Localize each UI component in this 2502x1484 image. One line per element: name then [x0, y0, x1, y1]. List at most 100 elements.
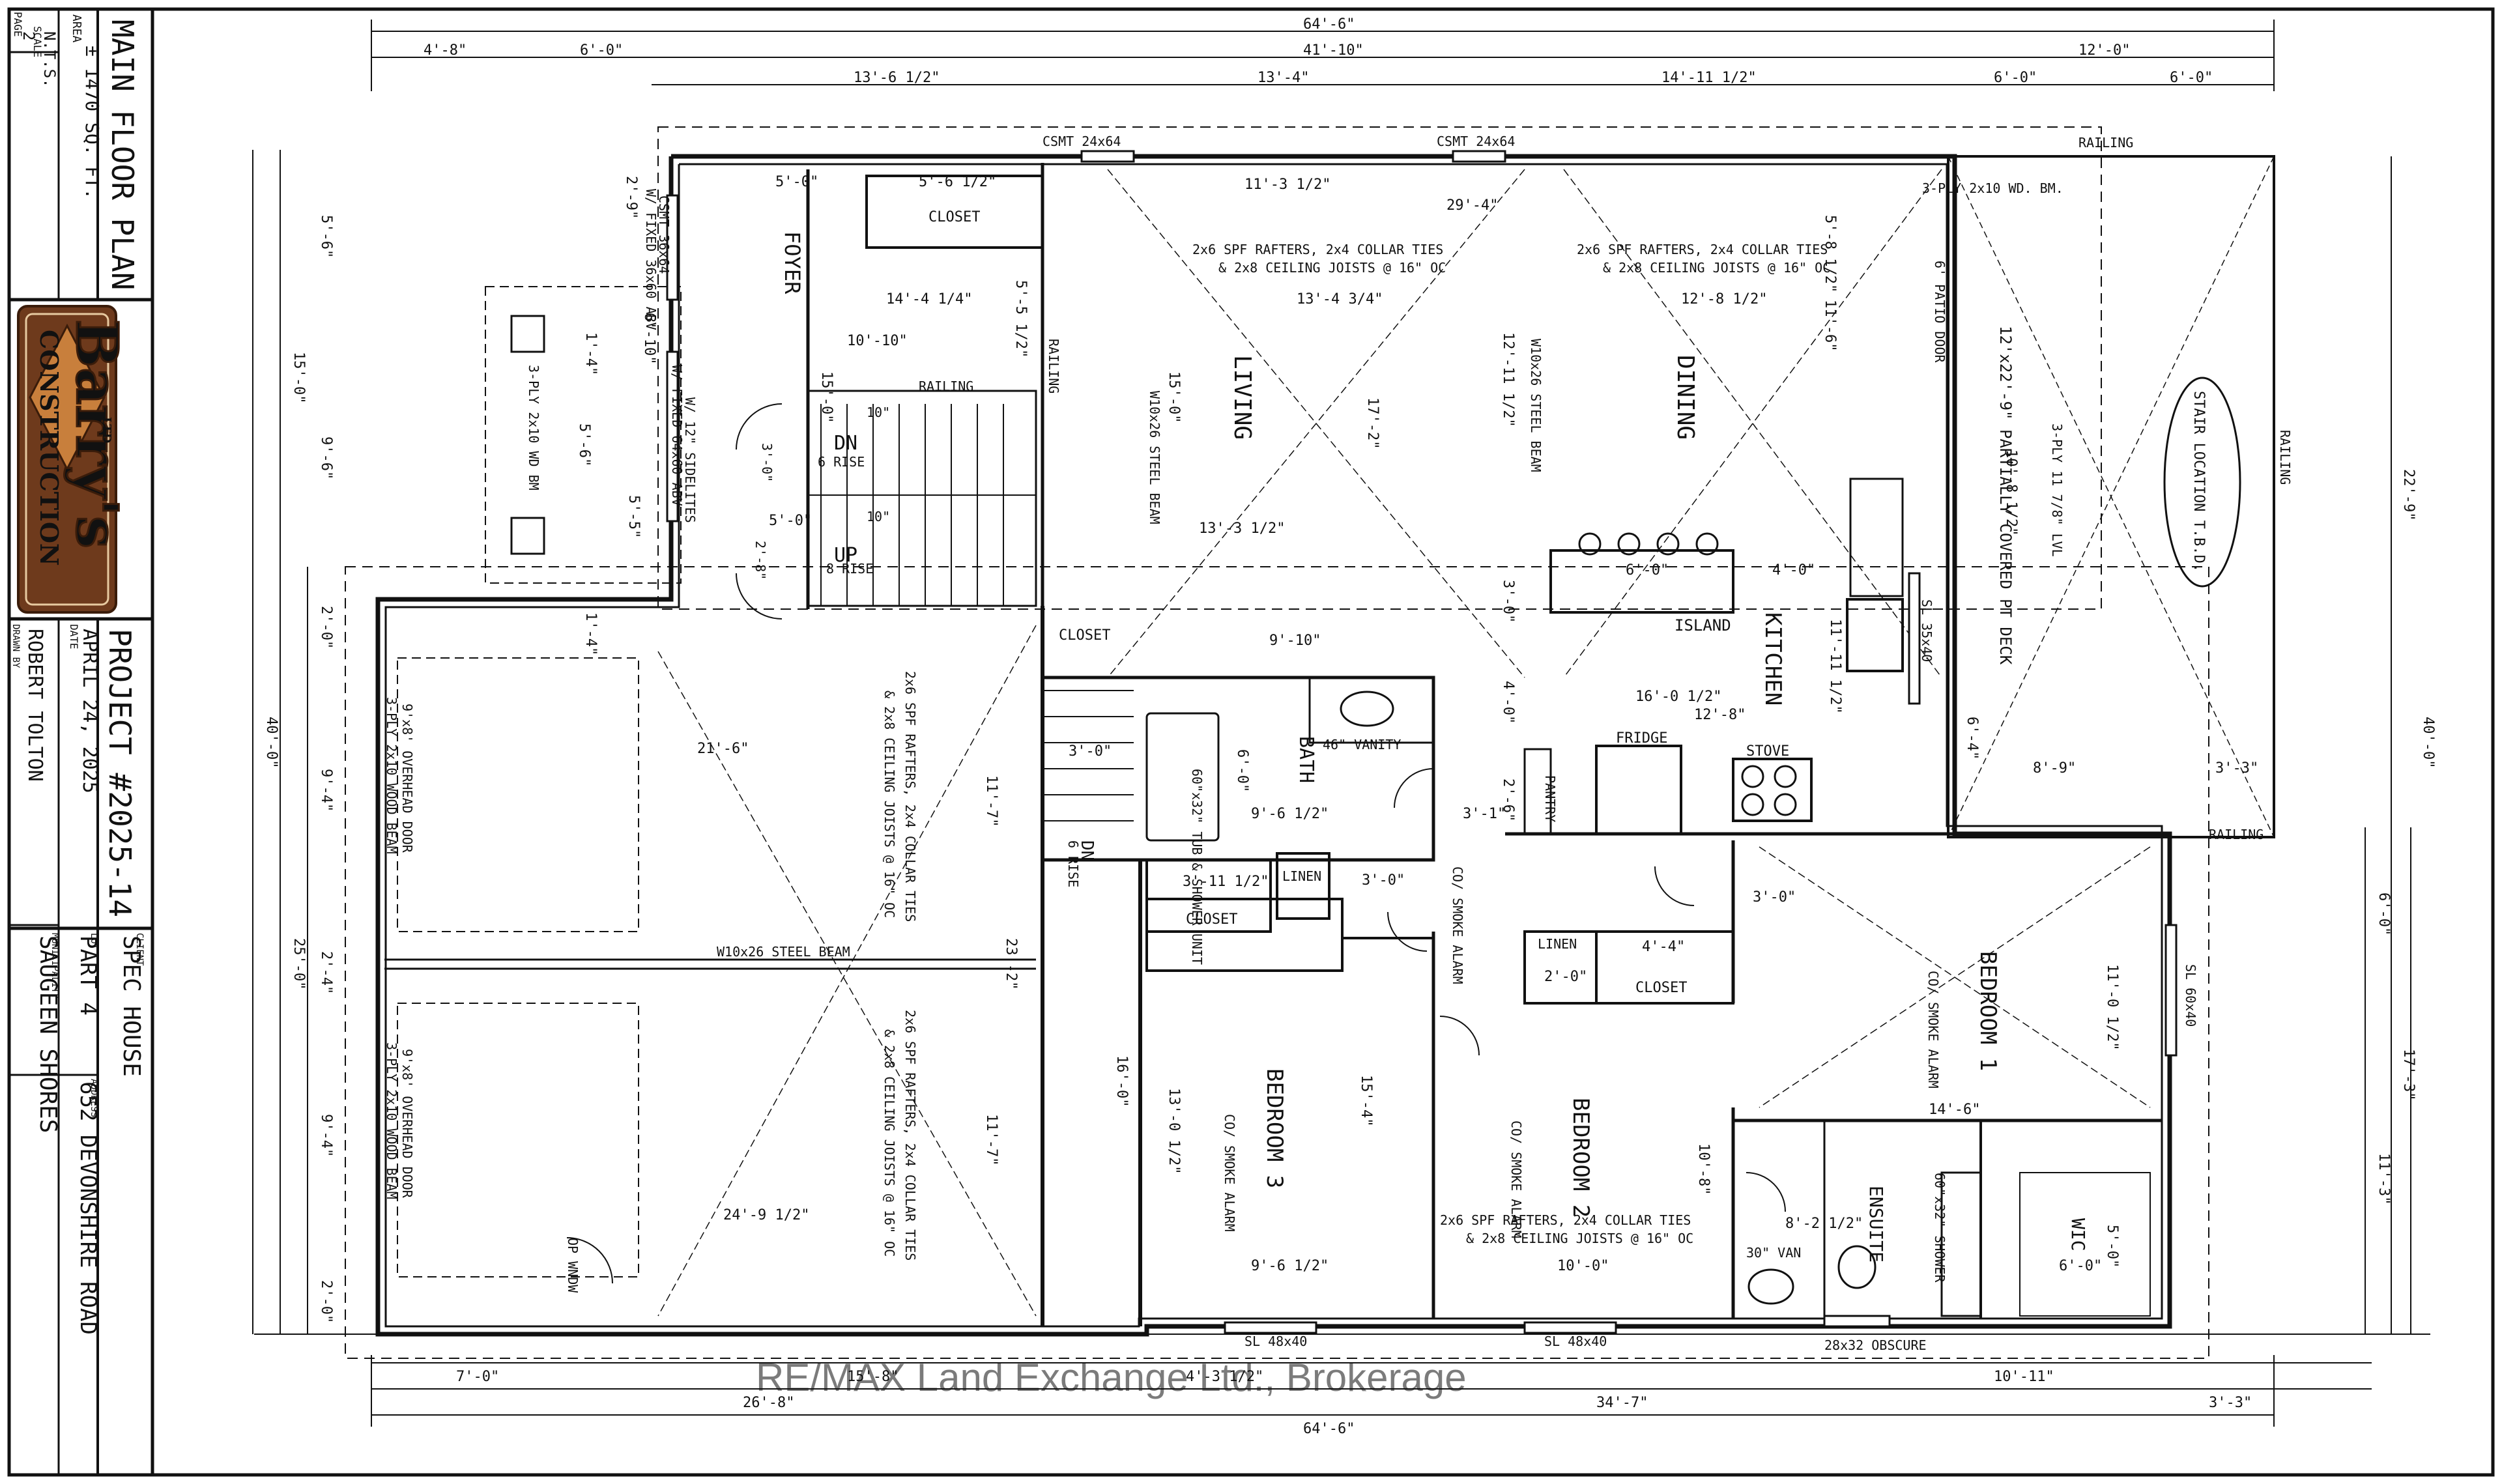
date-value: APRIL 24, 2025 — [78, 629, 101, 793]
note-sl-bed2: SL 48x40 — [1544, 1334, 1607, 1349]
room-bedroom3: BEDROOM 3 — [1261, 1068, 1287, 1188]
note-railing-top: RAILING — [2078, 135, 2133, 150]
dim-kitchen-l: 3'-3" — [2215, 760, 2258, 777]
dim-bed3-a: 3'-11 1/2" — [1183, 874, 1269, 890]
room-island: ISLAND — [1675, 616, 1731, 635]
note-csmt-front-2: W/ 12" SIDELITES — [682, 397, 698, 523]
municipality-label: MUNICIPALITY — [50, 933, 60, 999]
logo-ltd: LTD. — [100, 417, 113, 447]
note-shower-ens: 60"x32" SHOWER — [1932, 1173, 1948, 1283]
dim-top2-d: 6'-0" — [1994, 70, 2037, 86]
drawing-title: MAIN FLOOR PLAN — [105, 20, 140, 290]
dim-hall-c: 3'-0" — [1362, 872, 1405, 889]
dim-bed2-a: 10'-0" — [1557, 1258, 1609, 1274]
dim-foyer-e: 5'-0" — [769, 513, 812, 529]
room-closet-bed3: CLOSET — [1186, 911, 1237, 928]
room-linen-hall: LINEN — [1538, 936, 1577, 952]
lot-value: PART 4 — [75, 935, 101, 1016]
dim-top2-a: 13'-6 1/2" — [854, 70, 940, 86]
dim-left-a: 5'-6" — [318, 215, 334, 258]
scale-label: SCALE — [31, 26, 44, 57]
room-dining: DINING — [1672, 355, 1699, 440]
dim-living-c: 13'-4 3/4" — [1297, 291, 1383, 307]
scale-value: N.T.S. — [40, 31, 59, 88]
dim-top2-b: 13'-4" — [1258, 70, 1309, 86]
room-ensuite: ENSUITE — [1865, 1186, 1887, 1263]
dim-right-d: 17'-3" — [2400, 1049, 2417, 1100]
room-closet-foyer: CLOSET — [928, 209, 980, 225]
dim-bed3-b: 13'-0 1/2" — [1166, 1088, 1182, 1174]
dim-foyer-f: 15'-0" — [818, 371, 835, 423]
dim-top-c: 41'-10" — [1303, 42, 1364, 59]
note-csmt-2: CSMT 24x64 — [1437, 134, 1515, 149]
dim-foyer-j: 5'-6" — [576, 423, 592, 466]
dim-foyer-l: 1'-4" — [582, 332, 599, 375]
dim-bed1-a: 11'-0 1/2" — [2104, 964, 2120, 1050]
dim-kitchen-e: 16'-0 1/2" — [1635, 689, 1721, 705]
project-number: PROJECT #2025-14 — [102, 629, 137, 917]
note-csmt-front-1b: W/ FIXED 36x60 ABV — [643, 189, 659, 330]
dim-wic-a: 6'-0" — [2059, 1258, 2102, 1274]
note-joists-living: & 2x8 CEILING JOISTS @ 16" OC — [1218, 260, 1446, 276]
note-joists-dining: & 2x8 CEILING JOISTS @ 16" OC — [1603, 260, 1830, 276]
note-railing-right: RAILING — [2277, 430, 2293, 485]
note-dn-garage-rise: 6 RISE — [1065, 840, 1081, 887]
room-stove: STOVE — [1746, 743, 1789, 760]
note-rafters-garage2: 2x6 SPF RAFTERS, 2x4 COLLAR TIES — [902, 1010, 918, 1261]
dim-kitchen-b: 4'-0" — [1772, 562, 1815, 578]
note-alarm-bed1: CO/ SMOKE ALARM — [1925, 971, 1941, 1089]
dim-left-d: 2'-0" — [318, 606, 334, 649]
note-stair-w2: 10" — [867, 509, 890, 524]
drawn-by-value: ROBERT TOLTON — [23, 629, 46, 782]
dim-right-e: 11'-3" — [2376, 1153, 2392, 1205]
note-garage-door-2: 9'x8' OVERHEAD DOOR — [399, 1049, 415, 1199]
dim-bot-a: 26'-8" — [743, 1395, 794, 1411]
dim-left-e: 40'-0" — [263, 717, 280, 768]
note-beam-deck: 3-PLY 2x10 WD. BM. — [1922, 180, 2063, 196]
dim-living-b: 29'-4" — [1446, 197, 1498, 214]
dim-top2-e: 6'-0" — [2170, 70, 2213, 86]
note-joists-garage1: & 2x8 CEILING JOISTS @ 16" OC — [882, 691, 897, 918]
room-pantry: PANTRY — [1542, 775, 1558, 822]
dim-hall-a: 3'-0" — [1069, 743, 1112, 760]
address-value: 652 DEVONSHIRE ROAD — [75, 1081, 101, 1335]
dim-bot-b: 34'-7" — [1596, 1395, 1648, 1411]
dim-foyer-b: 5'-6 1/2" — [919, 174, 996, 190]
note-vanity-bath: 46" VANITY — [1323, 737, 1401, 752]
dim-bath-b: 9'-6 1/2" — [1251, 806, 1329, 822]
note-alarm-hall: CO/ SMOKE ALARM — [1450, 866, 1465, 984]
company-logo: Barry's CONSTRUCTION LTD. — [17, 305, 132, 614]
dim-wic-b: 5'-0" — [2104, 1225, 2120, 1268]
note-front-beam: 3-PLY 2x10 WD BM — [526, 365, 541, 491]
note-stair-w1: 10" — [867, 405, 890, 420]
dim-dining-c: 11'-6" — [1822, 300, 1838, 351]
area-label: AREA — [70, 14, 83, 43]
room-kitchen: KITCHEN — [1760, 612, 1786, 706]
dim-bot2-b: 15'-8" — [847, 1369, 899, 1385]
dim-foyer-a: 5'-0" — [775, 174, 818, 190]
note-door-side: 2'-8" — [753, 541, 768, 580]
dim-foyer-m: 1'-4" — [582, 612, 599, 655]
room-living: LIVING — [1229, 355, 1256, 440]
dim-top-overall: 64'-6" — [1303, 16, 1355, 33]
dim-right-a: 22'-9" — [2400, 469, 2417, 521]
dim-bot-overall: 64'-6" — [1303, 1421, 1355, 1437]
room-closet-hall: CLOSET — [1059, 627, 1110, 644]
dim-right-c: 6'-0" — [2376, 892, 2392, 935]
dim-bed2-c: 4'-4" — [1642, 939, 1685, 955]
note-railing-deck: RAILING — [2209, 827, 2264, 842]
dim-right-b: 40'-0" — [2420, 717, 2436, 768]
dim-bed3-d: 15'-4" — [1358, 1075, 1374, 1126]
note-railing-stair: RAILING — [919, 378, 973, 394]
note-tub: 60"x32" TUB & SHOWER UNIT — [1189, 769, 1205, 965]
address-label: ADDRESS — [89, 1079, 99, 1117]
dim-kitchen-a: 6'-0" — [1626, 562, 1669, 578]
note-vanity-ens: 30" VAN — [1746, 1245, 1801, 1261]
walls — [345, 126, 2275, 1359]
note-rafters-dining: 2x6 SPF RAFTERS, 2x4 COLLAR TIES — [1577, 242, 1828, 257]
dim-kitchen-f: 12'-8" — [1694, 707, 1746, 723]
note-rafters-bed2: 2x6 SPF RAFTERS, 2x4 COLLAR TIES — [1440, 1212, 1691, 1228]
dim-ens-a: 8'-2 1/2" — [1785, 1216, 1863, 1232]
dim-living-g: 9'-10" — [1269, 633, 1321, 649]
note-garage-door-1: 9'x8' OVERHEAD DOOR — [399, 704, 415, 853]
